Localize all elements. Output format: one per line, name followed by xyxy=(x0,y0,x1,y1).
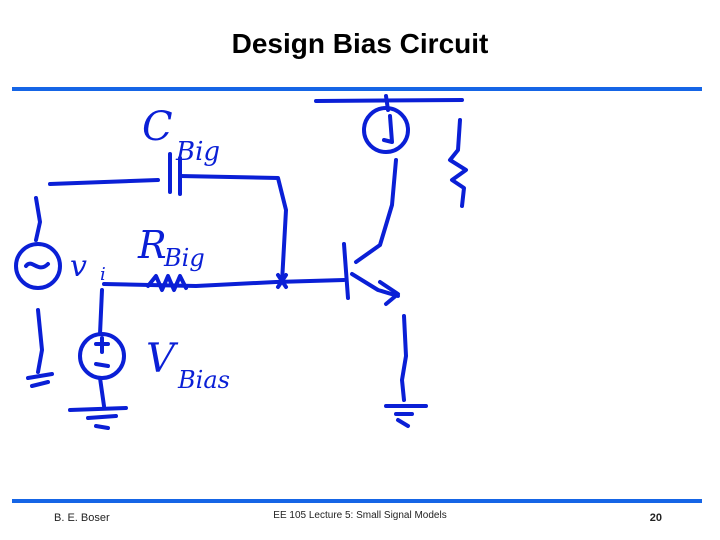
ground-symbol-left xyxy=(26,372,54,388)
supply-rail xyxy=(314,98,464,103)
source-bottom-wire xyxy=(36,308,44,374)
footer-divider xyxy=(12,499,702,503)
page-number: 20 xyxy=(649,512,662,524)
label-v: v xyxy=(70,249,87,284)
base-wire xyxy=(102,278,346,288)
bias-bottom-wire xyxy=(98,376,106,408)
ac-tilde xyxy=(24,261,50,270)
label-cbig-sub: Big xyxy=(175,137,220,167)
label-c: C xyxy=(142,104,173,150)
rbig-resistor xyxy=(146,274,188,292)
title-divider xyxy=(12,87,702,91)
emitter-arrow xyxy=(378,280,400,306)
footer-author: B. E. Boser xyxy=(54,512,110,524)
ground-symbol-bias xyxy=(68,406,128,430)
label-vbias: V xyxy=(146,336,179,382)
bias-plus xyxy=(94,336,110,354)
load-resistor xyxy=(448,118,468,208)
cap-left-wire xyxy=(48,178,160,186)
cap-right-wire xyxy=(178,174,288,284)
slide-title: Design Bias Circuit xyxy=(231,28,489,59)
transistor-base-plate xyxy=(342,242,350,300)
source-top-wire xyxy=(34,196,42,242)
label-r: R xyxy=(137,223,167,267)
footer-course-title: EE 105 Lecture 5: Small Signal Models xyxy=(273,510,447,521)
ground-symbol-right xyxy=(384,404,428,428)
bias-top-wire xyxy=(98,288,104,336)
label-rbig-sub: Big xyxy=(163,244,205,272)
current-source-arrow xyxy=(382,114,394,144)
label-vbias-sub: Bias xyxy=(177,366,230,394)
ac-source-symbol xyxy=(14,242,62,290)
collector-wire xyxy=(354,158,398,264)
emitter-lead xyxy=(350,272,400,298)
bias-minus xyxy=(94,362,110,368)
current-source-symbol xyxy=(362,106,410,154)
label-vi-sub: i xyxy=(100,264,106,285)
emitter-ground-wire xyxy=(400,314,408,402)
